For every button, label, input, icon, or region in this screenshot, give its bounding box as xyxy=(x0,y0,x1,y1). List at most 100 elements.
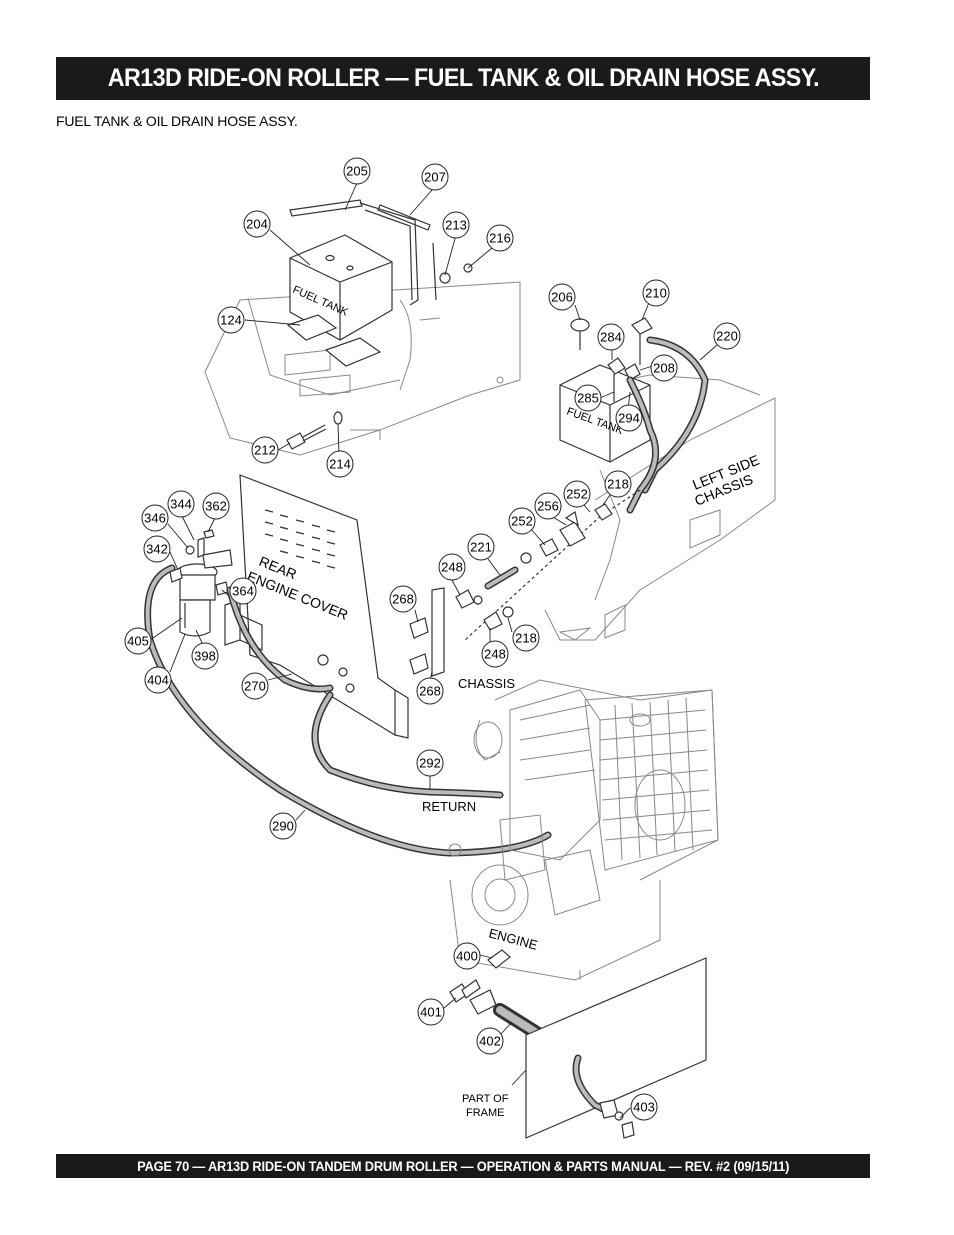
fuel-filter-assy xyxy=(169,529,233,637)
svg-text:398: 398 xyxy=(194,649,216,664)
svg-text:208: 208 xyxy=(653,361,675,376)
page-footer: PAGE 70 — AR13D RIDE-ON TANDEM DRUM ROLL… xyxy=(136,1158,790,1174)
callout-210: 210 xyxy=(642,279,670,307)
fuel-line-fittings: CHASSIS xyxy=(409,503,613,691)
svg-text:210: 210 xyxy=(645,286,667,301)
svg-text:344: 344 xyxy=(170,497,192,512)
callout-221: 221 xyxy=(467,533,495,561)
callout-218-lower: 218 xyxy=(512,624,540,652)
svg-text:404: 404 xyxy=(147,673,169,688)
callout-220: 220 xyxy=(713,322,741,350)
svg-text:268: 268 xyxy=(419,684,441,699)
leader-lines xyxy=(149,182,718,1119)
svg-text:256: 256 xyxy=(537,499,559,514)
svg-text:252: 252 xyxy=(566,487,588,502)
oil-drain-hose: PART OF FRAME xyxy=(449,949,707,1139)
svg-text:248: 248 xyxy=(441,560,463,575)
svg-text:218: 218 xyxy=(607,477,629,492)
svg-text:400: 400 xyxy=(456,949,478,964)
tank-hoses xyxy=(609,336,709,514)
callout-206: 206 xyxy=(548,283,576,311)
svg-text:292: 292 xyxy=(419,756,441,771)
callout-284: 284 xyxy=(597,323,625,351)
svg-text:290: 290 xyxy=(272,819,294,834)
callout-124: 124 xyxy=(217,306,245,334)
svg-text:214: 214 xyxy=(329,457,351,472)
page-footer-bar: PAGE 70 — AR13D RIDE-ON TANDEM DRUM ROLL… xyxy=(56,1154,870,1178)
callout-405: 405 xyxy=(124,627,152,655)
part-of-frame-label-1: PART OF xyxy=(462,1093,509,1105)
callout-208: 208 xyxy=(650,354,678,382)
callout-402: 402 xyxy=(476,1027,504,1055)
tank-straps xyxy=(289,199,473,306)
svg-text:205: 205 xyxy=(346,164,368,179)
callout-214: 214 xyxy=(326,450,354,478)
callout-404: 404 xyxy=(144,666,172,694)
callout-212: 212 xyxy=(251,436,279,464)
callout-342: 342 xyxy=(143,535,171,563)
callout-364: 364 xyxy=(229,577,257,605)
fuel-tank-top: FUEL TANK xyxy=(286,234,393,367)
fuel-hoses-to-engine: RETURN xyxy=(144,564,552,857)
callout-213: 213 xyxy=(442,211,470,239)
svg-text:285: 285 xyxy=(577,391,599,406)
svg-text:270: 270 xyxy=(244,679,266,694)
svg-text:252: 252 xyxy=(511,514,533,529)
svg-text:346: 346 xyxy=(144,511,166,526)
callout-216: 216 xyxy=(486,224,514,252)
callout-248-lower: 248 xyxy=(481,640,509,668)
callout-290: 290 xyxy=(269,812,297,840)
callout-268-upper: 268 xyxy=(389,585,417,613)
svg-text:401: 401 xyxy=(420,1005,442,1020)
svg-text:207: 207 xyxy=(424,170,446,185)
svg-text:405: 405 xyxy=(127,634,149,649)
callout-346: 346 xyxy=(141,504,169,532)
callout-270: 270 xyxy=(241,672,269,700)
callout-268-lower: 268 xyxy=(416,677,444,705)
callout-292: 292 xyxy=(416,749,444,777)
svg-text:403: 403 xyxy=(633,1100,655,1115)
svg-text:362: 362 xyxy=(205,499,227,514)
svg-text:206: 206 xyxy=(551,290,573,305)
svg-text:268: 268 xyxy=(392,592,414,607)
engine: ENGINE xyxy=(448,679,719,981)
callout-403: 403 xyxy=(630,1093,658,1121)
callout-207: 207 xyxy=(421,163,449,191)
tank-cap-and-fittings xyxy=(570,317,653,402)
svg-text:204: 204 xyxy=(246,217,268,232)
section-subtitle: FUEL TANK & OIL DRAIN HOSE ASSY. xyxy=(56,113,298,129)
callout-256: 256 xyxy=(534,492,562,520)
svg-text:218: 218 xyxy=(515,631,537,646)
svg-text:124: 124 xyxy=(220,313,242,328)
rear-engine-cover: REAR ENGINE COVER xyxy=(224,474,409,739)
callout-252-lower: 252 xyxy=(508,507,536,535)
chassis-label: CHASSIS xyxy=(458,676,515,691)
svg-text:284: 284 xyxy=(600,330,622,345)
svg-text:294: 294 xyxy=(618,411,640,426)
svg-text:220: 220 xyxy=(716,329,738,344)
page-title-bar: AR13D RIDE-ON ROLLER — FUEL TANK & OIL D… xyxy=(56,57,870,100)
bolt-212 xyxy=(286,411,343,450)
callout-401: 401 xyxy=(417,998,445,1026)
part-of-frame-label-2: FRAME xyxy=(466,1107,505,1119)
callout-294: 294 xyxy=(615,404,643,432)
svg-text:213: 213 xyxy=(445,218,467,233)
callout-398: 398 xyxy=(191,642,219,670)
page-title: AR13D RIDE-ON ROLLER — FUEL TANK & OIL D… xyxy=(107,64,819,92)
callout-205: 205 xyxy=(343,157,371,185)
callout-362: 362 xyxy=(202,492,230,520)
callout-218-upper: 218 xyxy=(604,470,632,498)
callout-204: 204 xyxy=(243,210,271,238)
callout-248-upper: 248 xyxy=(438,553,466,581)
return-label: RETURN xyxy=(422,799,476,814)
svg-text:212: 212 xyxy=(254,443,276,458)
callout-344: 344 xyxy=(167,490,195,518)
svg-text:402: 402 xyxy=(479,1034,501,1049)
engine-label: ENGINE xyxy=(487,925,539,952)
svg-text:221: 221 xyxy=(470,540,492,555)
svg-text:216: 216 xyxy=(489,231,511,246)
callout-285: 285 xyxy=(574,384,602,412)
callout-252-upper: 252 xyxy=(563,480,591,508)
svg-text:342: 342 xyxy=(146,542,168,557)
